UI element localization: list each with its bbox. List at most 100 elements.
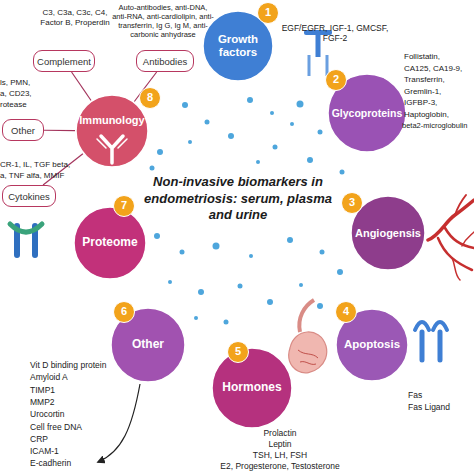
dot: [273, 145, 278, 150]
circle-outline: [75, 94, 149, 168]
category-circle: Proteome: [73, 206, 147, 280]
dot: [224, 320, 229, 325]
dot: [318, 130, 323, 135]
dot: [256, 160, 260, 164]
antibody-arm: [97, 139, 127, 148]
callout-number: 3: [341, 192, 363, 214]
biomarker-list: beta2-microglobulin: [402, 121, 474, 130]
category-name: Glycoproteins: [332, 107, 403, 119]
vessel: [452, 232, 474, 280]
cytokine-receptor-icon: [10, 224, 42, 255]
category-name: Proteome: [82, 236, 137, 250]
category-box: Cytokines: [2, 185, 56, 207]
text-holder: Cytokines: [3, 186, 55, 206]
callout-number: 5: [227, 341, 249, 363]
callout-number: 2: [325, 69, 347, 91]
text-holder: Proteome: [73, 206, 147, 280]
category-name: Cytokines: [8, 191, 50, 202]
dot: [180, 250, 185, 255]
receptor-part: [415, 322, 447, 330]
biomarker-list: MMP2: [30, 397, 140, 407]
biomarker-list: Amyloid A: [30, 372, 140, 382]
category-name: Angiogensis: [355, 227, 421, 240]
dot: [154, 233, 160, 239]
dot: [290, 122, 294, 126]
receptor-part: [316, 35, 321, 57]
diagram-title: Non-invasive biomarkers in endometriosis…: [140, 174, 336, 224]
vessel: [428, 200, 474, 240]
biomarker-list: C3, C3a, C3c, C4, Factor B, Properdin: [36, 8, 114, 27]
receptor-part: [309, 55, 327, 76]
callout-number: 4: [335, 301, 357, 323]
vessel: [455, 195, 466, 215]
gland-detail: [298, 350, 318, 364]
dot: [205, 120, 210, 125]
dot: [188, 140, 192, 144]
gland: [289, 332, 327, 373]
callout-number: 1: [257, 2, 279, 24]
dot: [267, 299, 273, 305]
connector-line: [44, 130, 75, 132]
callout-number: 6: [113, 301, 135, 323]
biomarker-list: CR-1, IL, TGF beta,: [0, 160, 90, 170]
dot: [249, 254, 253, 258]
dot: [299, 283, 303, 287]
dot: [150, 166, 155, 171]
gland-stalk: [299, 300, 314, 332]
biomarker-list: Transferrin,: [404, 75, 474, 85]
category-name: Hormones: [222, 381, 281, 395]
biomarker-list: TSH, LH, FSH: [205, 450, 355, 460]
receptor-part: [10, 224, 42, 232]
biomarker-list: IGFBP-3,: [404, 98, 474, 108]
receptor-part: [422, 332, 440, 360]
dot: [297, 101, 304, 108]
dot: [157, 149, 163, 155]
vessel: [445, 228, 474, 248]
category-circle: Immunology: [75, 94, 149, 168]
biomarker-list: rotease: [0, 100, 60, 110]
dot: [307, 157, 313, 163]
biomarker-list: Follistatin,: [404, 52, 474, 62]
category-name: Growth factors: [210, 33, 266, 59]
dot: [337, 269, 343, 275]
dot: [340, 170, 345, 175]
biomarker-list: Fas Ligand: [408, 402, 468, 412]
category-name: Antibodies: [143, 56, 187, 67]
text-holder: Hormones: [211, 347, 293, 429]
text-holder: Other: [3, 120, 43, 140]
death-receptor-icon: [415, 322, 447, 360]
callout-number: 8: [139, 87, 161, 109]
text-holder: Antibodies: [137, 51, 193, 71]
circle-fill: [74, 207, 146, 279]
circle-fill: [76, 95, 148, 167]
biomarker-list: E-cadherin: [30, 458, 140, 468]
biomarker-list: Leptin: [205, 439, 355, 449]
dot: [182, 102, 188, 108]
circle-fill: [212, 348, 292, 428]
dot: [194, 316, 198, 320]
category-name: Complement: [37, 56, 91, 67]
pituitary-icon: [289, 300, 327, 373]
dot: [238, 284, 243, 289]
antibody-icon: [97, 136, 127, 163]
biomarker-list: a, CD23,: [0, 89, 60, 99]
biomarker-list: Gremlin-1,: [404, 87, 474, 97]
category-name: Other: [132, 338, 164, 352]
dot: [213, 243, 220, 250]
biomarker-list: Cell free DNA: [30, 422, 140, 432]
biomarker-list: CA125, CA19-9,: [404, 64, 474, 74]
dot: [198, 289, 204, 295]
dot: [228, 133, 234, 139]
dot: [320, 250, 325, 255]
biomarker-list: ls, PMN,: [0, 78, 60, 88]
dot: [168, 280, 172, 284]
biomarker-list: Haptoglobin,: [404, 110, 474, 120]
category-box: Antibodies: [136, 50, 194, 72]
dot: [247, 97, 253, 103]
blood-vessel-icon: [428, 195, 474, 280]
category-box: Other: [2, 119, 44, 141]
category-box: Complement: [33, 50, 95, 72]
text-holder: Immunology: [75, 94, 149, 168]
